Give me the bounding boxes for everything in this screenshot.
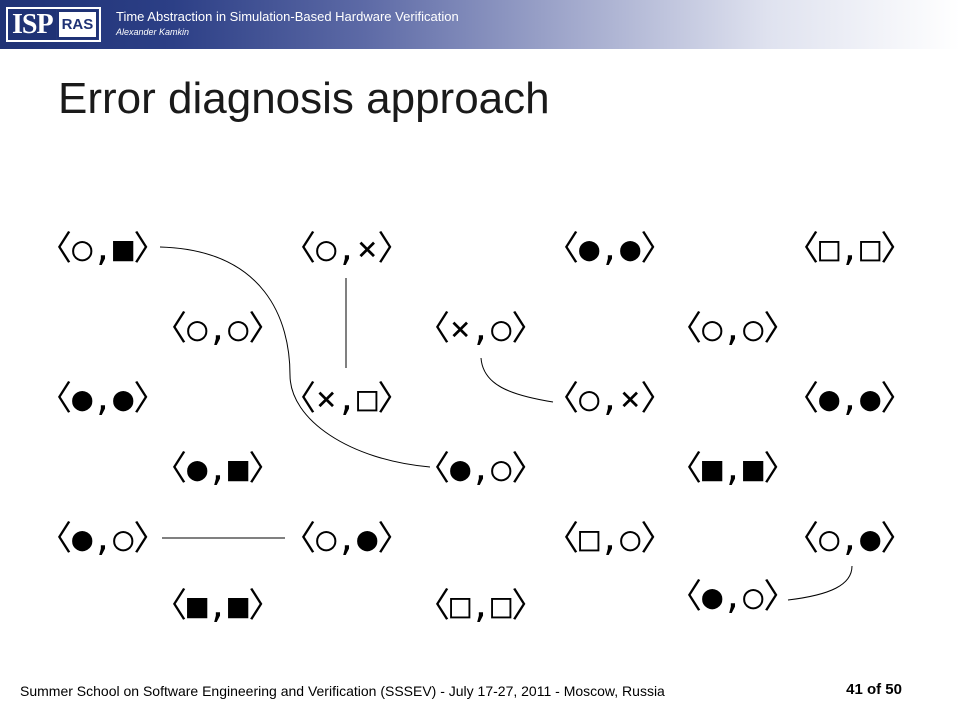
tuple: 〈×,○〉 <box>416 309 545 349</box>
tuple: 〈■,■〉 <box>668 449 797 489</box>
tuple: 〈□,○〉 <box>545 519 674 559</box>
connector-curve-right <box>787 565 853 601</box>
tuple: 〈●,○〉 <box>668 577 797 617</box>
logo-ras-text: RAS <box>56 10 99 39</box>
presentation-title: Time Abstraction in Simulation-Based Har… <box>116 9 459 24</box>
tuple: 〈○,●〉 <box>785 519 914 559</box>
tuple: 〈×,□〉 <box>282 379 411 419</box>
tuple: 〈○,■〉 <box>38 229 167 269</box>
tuple: 〈■,■〉 <box>153 586 282 626</box>
tuple: 〈○,●〉 <box>282 519 411 559</box>
tuple: 〈□,□〉 <box>416 586 545 626</box>
tuple: 〈○,×〉 <box>282 229 411 269</box>
tuple: 〈●,■〉 <box>153 449 282 489</box>
footer-conference: Summer School on Software Engineering an… <box>20 683 665 699</box>
tuple: 〈□,□〉 <box>785 229 914 269</box>
tuple: 〈○,○〉 <box>668 309 797 349</box>
slide-title: Error diagnosis approach <box>58 74 550 123</box>
tuple: 〈●,●〉 <box>38 379 167 419</box>
tuple: 〈○,×〉 <box>545 379 674 419</box>
connector-curve-middle <box>480 357 554 403</box>
connector-curve-long <box>159 246 431 468</box>
presentation-author: Alexander Kamkin <box>116 27 190 37</box>
header-bar: ISP RAS Time Abstraction in Simulation-B… <box>0 0 960 49</box>
tuple: 〈○,○〉 <box>153 309 282 349</box>
logo-isp-text: ISP <box>8 9 56 40</box>
isp-ras-logo: ISP RAS <box>6 7 102 42</box>
tuple: 〈●,●〉 <box>545 229 674 269</box>
tuple: 〈●,○〉 <box>38 519 167 559</box>
tuple: 〈●,○〉 <box>416 449 545 489</box>
tuple: 〈●,●〉 <box>785 379 914 419</box>
page-number: 41 of 50 <box>846 681 902 698</box>
